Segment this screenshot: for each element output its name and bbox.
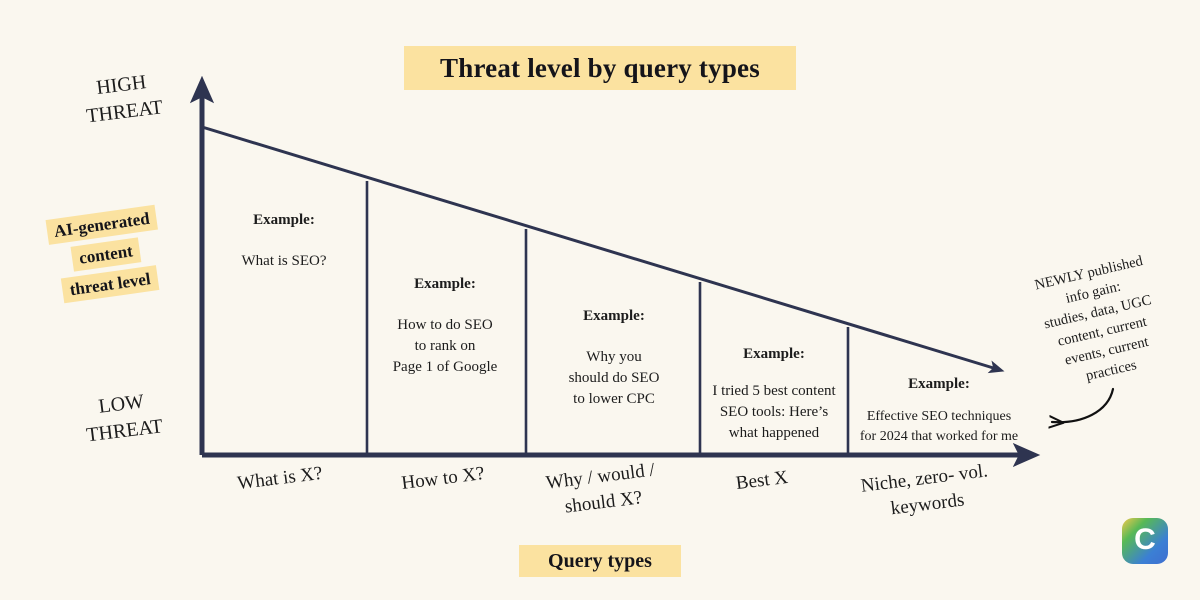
y-axis-low-label: LOW THREAT — [85, 390, 164, 447]
column-example-1: Example: What is SEO? — [213, 212, 355, 272]
column-example-3: Example: Why you should do SEO to lower … — [543, 308, 685, 410]
example-heading-3: Example: — [583, 308, 645, 324]
x-tick-label-1: What is X? — [236, 462, 324, 495]
example-heading-2: Example: — [414, 276, 476, 292]
column-example-5: Example: Effective SEO techniques for 20… — [855, 376, 1023, 447]
example-text-4: I tried 5 best content SEO tools: Here’s… — [712, 383, 836, 441]
x-tick-label-2: How to X? — [400, 463, 486, 495]
example-heading-1: Example: — [253, 212, 315, 228]
y-axis-high-label: HIGH THREAT — [85, 71, 164, 128]
x-tick-label-4: Best X — [734, 466, 790, 495]
example-text-1: What is SEO? — [241, 253, 327, 269]
column-example-2: Example: How to do SEO to rank on Page 1… — [375, 276, 515, 378]
annotation-curved-arrow — [1052, 387, 1115, 422]
brand-logo-letter: C — [1134, 523, 1156, 556]
example-text-3: Why you should do SEO to lower CPC — [568, 349, 660, 407]
page-title: Threat level by query types — [404, 46, 796, 90]
y-axis-caption: AI-generated content threat level — [13, 198, 200, 312]
brand-logo: C — [1122, 518, 1168, 564]
column-example-4: Example: I tried 5 best content SEO tool… — [698, 346, 850, 444]
x-tick-label-5: Niche, zero- vol. keywords — [859, 460, 989, 520]
example-text-5: Effective SEO techniques for 2024 that w… — [859, 409, 1019, 444]
x-axis-caption: Query types — [519, 545, 681, 577]
example-text-2: How to do SEO to rank on Page 1 of Googl… — [392, 317, 498, 375]
example-heading-5: Example: — [908, 376, 970, 392]
example-heading-4: Example: — [743, 346, 805, 362]
x-tick-label-3: Why / would / should X? — [544, 459, 656, 518]
side-annotation-text: NEWLY published info gain: studies, data… — [1033, 253, 1153, 385]
